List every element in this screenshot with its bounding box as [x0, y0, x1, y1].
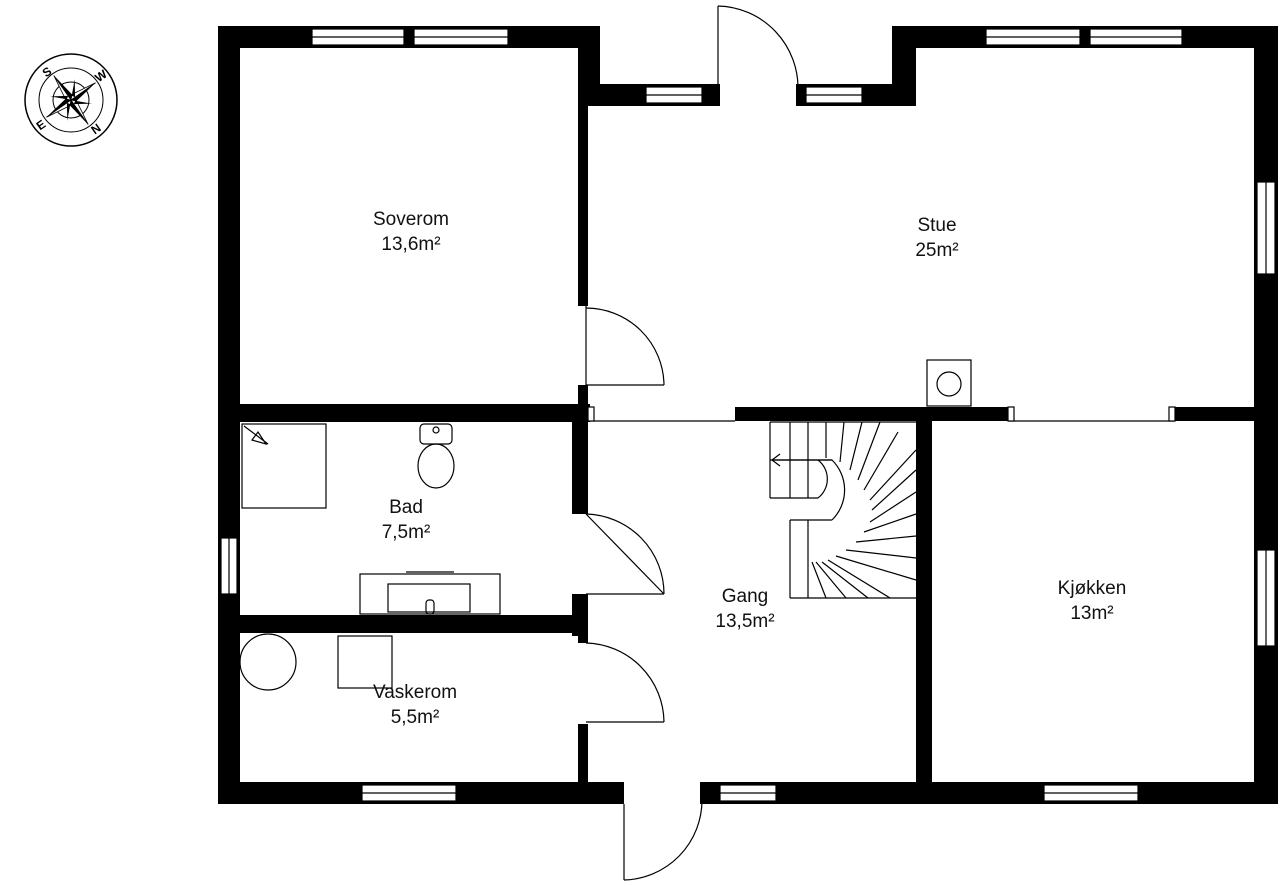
interior-walls	[240, 106, 1255, 784]
door-top	[714, 5, 802, 106]
room-name: Gang	[722, 586, 768, 607]
room-name: Bad	[389, 497, 423, 518]
room-area: 7,5m²	[382, 522, 431, 543]
room-labels: Soverom 13,6m² Stue 25m² Bad 7,5m² Gang …	[373, 209, 1126, 728]
room-name: Vaskerom	[373, 682, 457, 703]
room-area: 25m²	[915, 240, 958, 261]
doors	[585, 5, 1176, 881]
staircase-icon	[769, 421, 917, 599]
fixtures	[239, 359, 972, 691]
washing-machine-icon	[239, 633, 297, 691]
door-bad	[585, 513, 665, 595]
room-name: Soverom	[373, 209, 449, 230]
room-area: 13m²	[1070, 603, 1113, 624]
door-soverom	[585, 306, 665, 386]
room-name: Kjøkken	[1058, 578, 1127, 599]
door-bottom	[616, 782, 708, 881]
room-name: Stue	[917, 215, 956, 236]
room-area: 13,6m²	[381, 234, 440, 255]
room-area: 5,5m²	[391, 707, 440, 728]
shower-icon	[241, 423, 327, 509]
dryer-icon	[337, 635, 393, 689]
compass-icon: N E S W	[24, 53, 118, 147]
door-vaskerom	[585, 642, 665, 723]
sink-icon	[359, 571, 501, 615]
toilet-icon	[417, 423, 455, 489]
stove-icon	[926, 359, 972, 407]
room-area: 13,5m²	[715, 611, 774, 632]
windows	[220, 28, 1276, 802]
